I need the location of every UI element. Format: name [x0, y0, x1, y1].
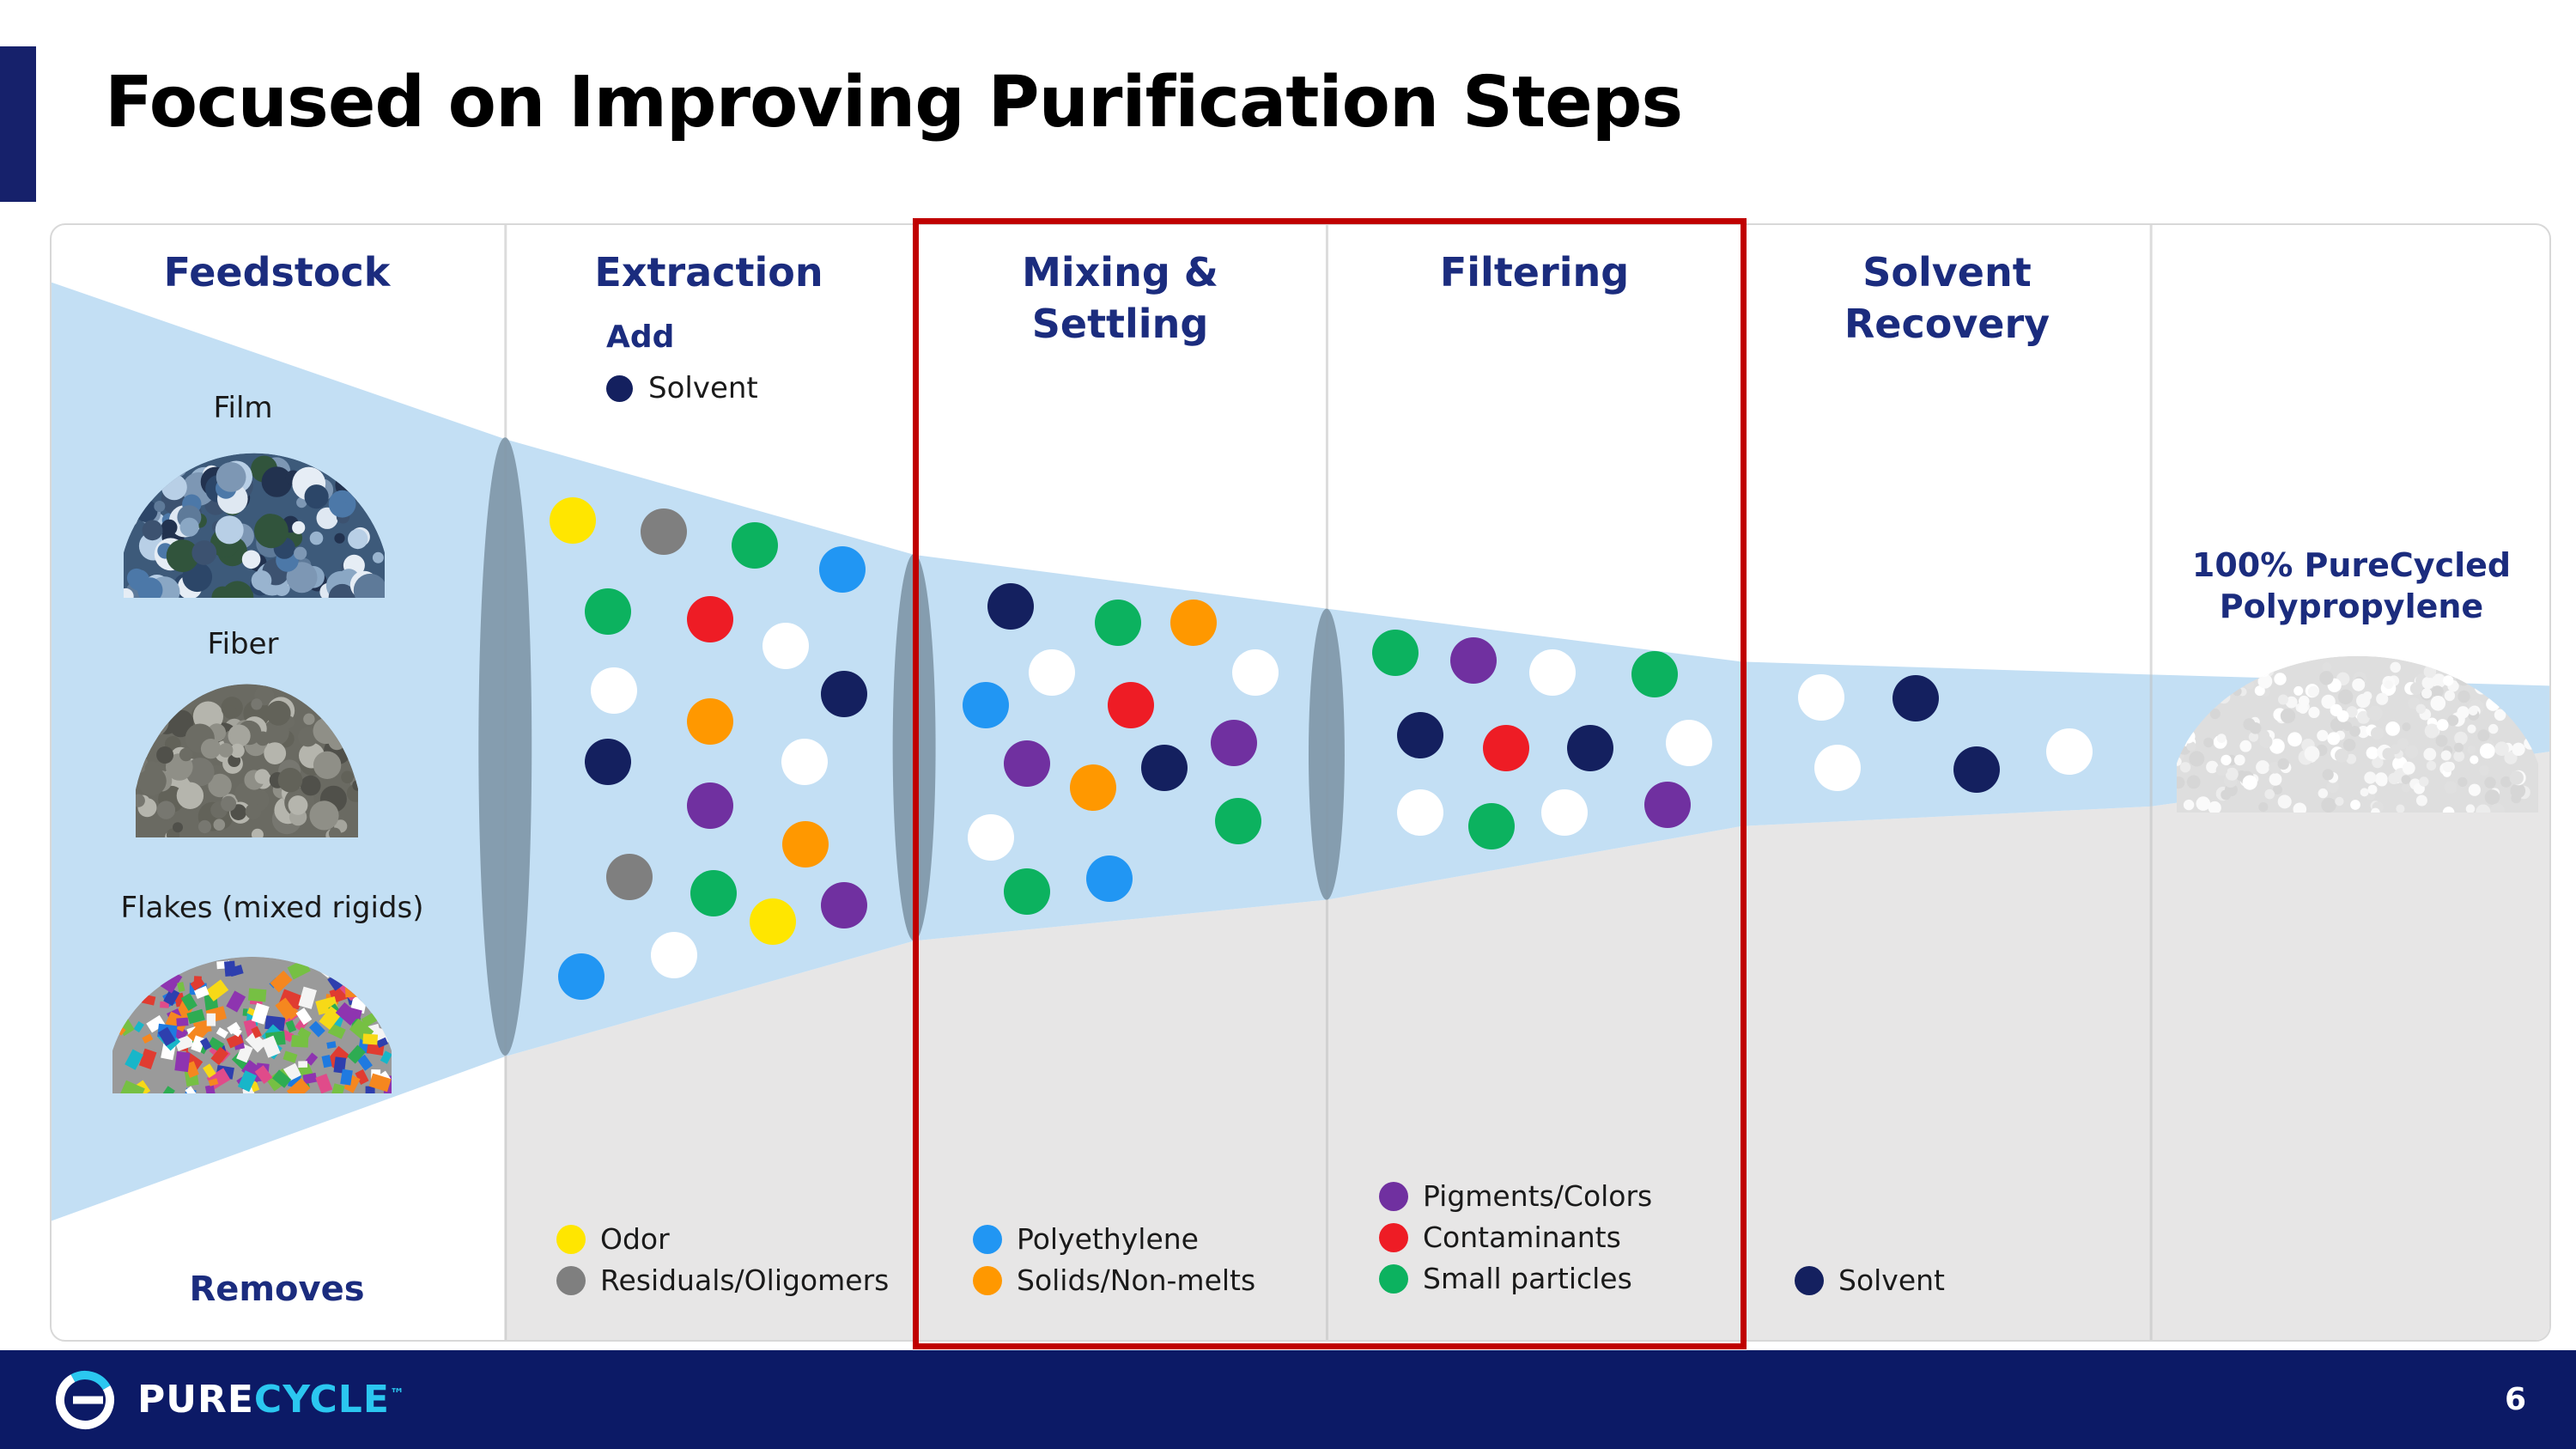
- col-header-feedstock: Feedstock: [163, 249, 391, 295]
- legend-dot: [1795, 1265, 1824, 1295]
- separator-ellipse: [1308, 608, 1345, 900]
- flakes-image: [112, 956, 392, 1093]
- add-label: Add: [606, 320, 675, 355]
- col-header-mixing-settling: Mixing & Settling: [1022, 249, 1218, 347]
- brand: PURECYCLE™: [50, 1365, 405, 1435]
- brand-pure: PURE: [137, 1378, 254, 1422]
- page-number: 6: [2504, 1382, 2526, 1417]
- column-divider: [2149, 225, 2153, 1340]
- legend-dot: [973, 1224, 1002, 1254]
- legend-label: Odor: [600, 1222, 670, 1256]
- legend-label: Contaminants: [1423, 1220, 1621, 1254]
- output-label: 100% PureCycled Polypropylene: [2191, 546, 2512, 625]
- add-solvent-item: Solvent: [606, 371, 758, 405]
- film-label: Film: [213, 391, 273, 425]
- brand-wordmark: PURECYCLE™: [137, 1378, 405, 1422]
- removed-stream-shape: [505, 752, 2549, 1340]
- slide-title: Focused on Improving Purification Steps: [105, 62, 1683, 143]
- legend-dot: [1379, 1222, 1408, 1252]
- legend-dot: [973, 1265, 1002, 1295]
- legend-label: Solids/Non-melts: [1017, 1263, 1256, 1297]
- separator-ellipse: [478, 437, 532, 1056]
- legend-item: Solids/Non-melts: [973, 1263, 1256, 1297]
- legend-item: Contaminants: [1379, 1221, 1652, 1254]
- accent-bar: [0, 46, 36, 202]
- legend-label: Solvent: [1838, 1263, 1945, 1297]
- solvent-bullet-dot: [606, 374, 633, 402]
- film-image: [124, 453, 385, 598]
- brand-cycle: CYCLE: [253, 1378, 390, 1422]
- legend-label: Pigments/Colors: [1423, 1179, 1653, 1213]
- legend-label: Residuals/Oligomers: [600, 1263, 890, 1297]
- legend-label: Polyethylene: [1017, 1222, 1199, 1256]
- legend-dot: [556, 1224, 586, 1254]
- flakes-label: Flakes (mixed rigids): [120, 891, 424, 925]
- legend-dot: [1379, 1181, 1408, 1211]
- legend-item: Pigments/Colors: [1379, 1180, 1652, 1213]
- col-header-filtering: Filtering: [1439, 249, 1630, 295]
- highlight-box: [913, 218, 1747, 1349]
- removes-label: Removes: [189, 1269, 365, 1309]
- col-header-extraction: Extraction: [594, 249, 823, 295]
- fiber-label: Fiber: [207, 627, 279, 661]
- purecycle-logo-icon: [56, 1370, 114, 1429]
- legend-solvent-recovery: Solvent: [1795, 1264, 1945, 1297]
- col-header-solvent-recovery: Solvent Recovery: [1844, 249, 2050, 347]
- brand-trademark: ™: [389, 1385, 405, 1403]
- legend-label: Small particles: [1423, 1261, 1632, 1295]
- pellets-image: [2177, 655, 2538, 813]
- legend-item: Odor: [556, 1223, 889, 1256]
- legend-item: Small particles: [1379, 1261, 1652, 1295]
- legend-item: Polyethylene: [973, 1223, 1255, 1256]
- legend-item: Solvent: [1795, 1264, 1945, 1297]
- legend-dot: [556, 1265, 586, 1295]
- solvent-label: Solvent: [648, 371, 758, 405]
- legend-item: Residuals/Oligomers: [556, 1263, 890, 1297]
- fiber-image: [136, 684, 358, 837]
- footer-bar: PURECYCLE™ 6: [0, 1350, 2576, 1449]
- legend-dot: [1379, 1263, 1408, 1294]
